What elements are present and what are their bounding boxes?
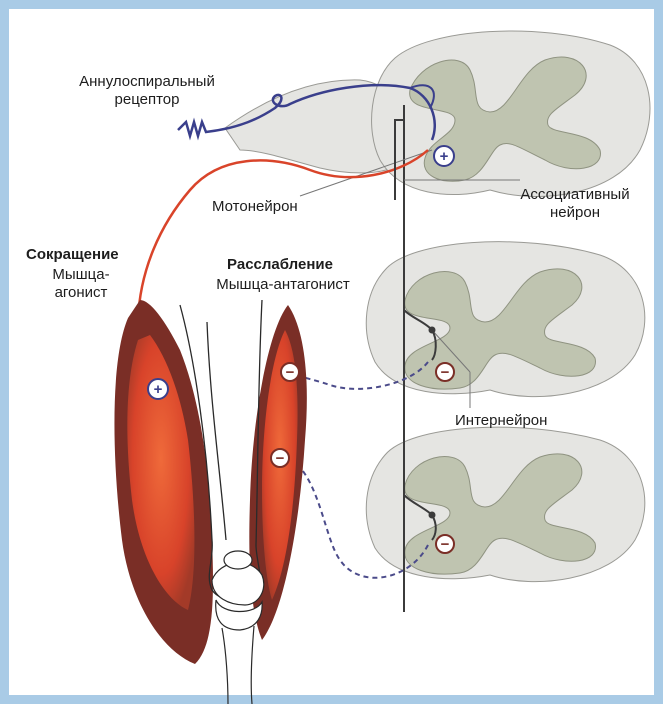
excitatory-sign-muscle: + (148, 379, 168, 399)
spinal-cord-segment-middle (366, 242, 645, 397)
receptor-label: Аннулоспиральный рецептор (52, 73, 242, 109)
interneuron-label: Интернейрон (455, 412, 547, 430)
svg-text:+: + (440, 148, 449, 165)
association-neuron-label: Ассоциативный нейрон (500, 186, 650, 222)
knee-joint (212, 551, 264, 704)
relaxation-title: Расслабление (200, 256, 360, 274)
inhibitory-sign-cord-bottom: − (436, 535, 454, 553)
contraction-title: Сокращение (26, 246, 119, 264)
svg-text:−: − (286, 364, 295, 381)
svg-text:−: − (276, 450, 285, 467)
motoneuron-label: Мотонейрон (212, 198, 298, 216)
inhibitory-sign-muscle-lower: − (271, 449, 289, 467)
synapse-dot (429, 512, 436, 519)
relaxation-muscle-label: Мышца-антагонист (188, 276, 378, 294)
spinal-cord-segment-top (372, 31, 650, 197)
synapse-dot (429, 327, 436, 334)
svg-text:−: − (441, 364, 450, 381)
svg-text:+: + (154, 381, 163, 398)
inhibitory-sign-cord-middle: − (436, 363, 454, 381)
inhibitory-sign-muscle-upper: − (281, 363, 299, 381)
excitatory-sign-cord: + (434, 146, 454, 166)
svg-text:−: − (441, 536, 450, 553)
spinal-cord-segment-bottom (366, 427, 645, 581)
contraction-muscle-label: Мышца- агонист (36, 266, 126, 302)
